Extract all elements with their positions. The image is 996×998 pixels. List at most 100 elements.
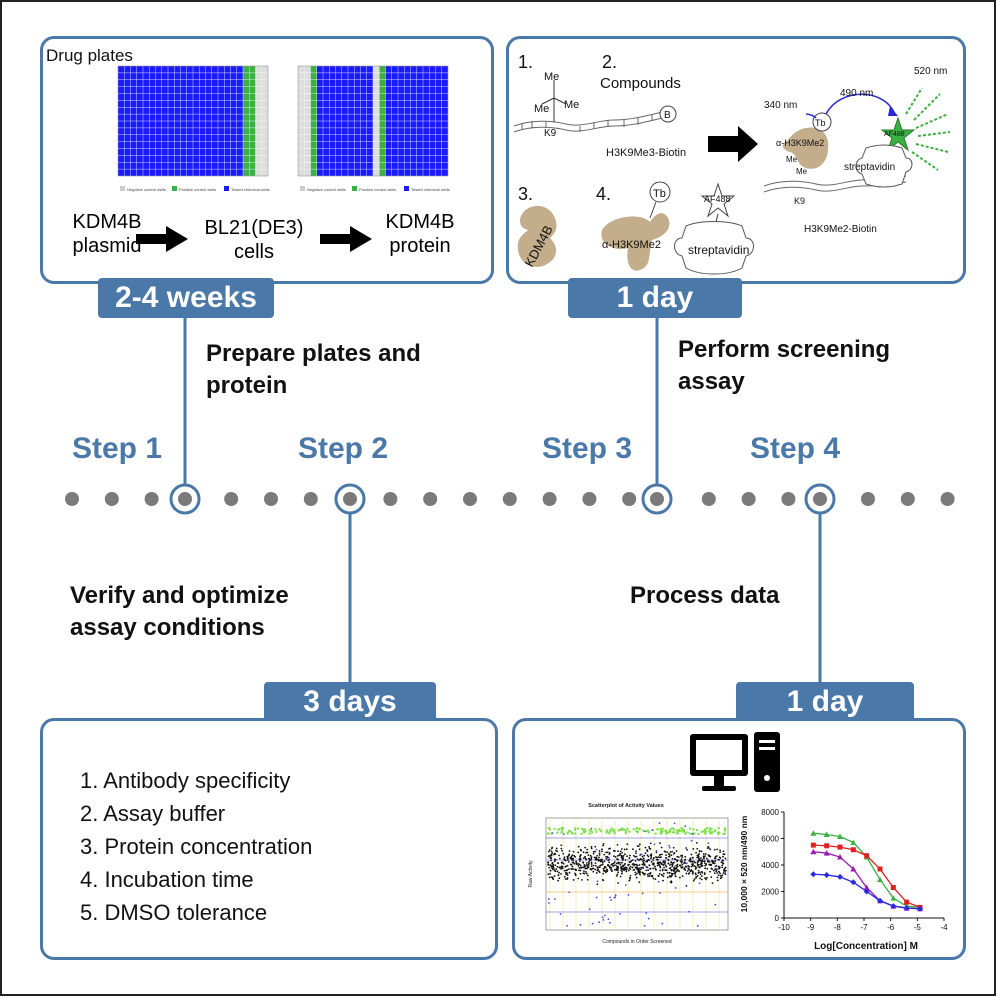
scatter-point	[669, 828, 672, 831]
data-point	[850, 879, 857, 886]
scatter-point	[675, 850, 678, 852]
scatter-point	[567, 861, 570, 863]
scatter-point	[697, 863, 700, 866]
svg-text:Me: Me	[544, 71, 559, 83]
scatter-point	[713, 872, 716, 875]
scatter-point	[620, 827, 623, 830]
scatter-point	[582, 851, 585, 854]
data-point	[810, 848, 817, 855]
scatter-point	[560, 867, 563, 870]
scatter-point	[638, 843, 641, 846]
scatter-point	[628, 879, 631, 882]
scatter-point	[696, 856, 699, 859]
scatter-point	[563, 856, 566, 859]
scatter-point	[602, 919, 605, 921]
scatter-point	[610, 867, 613, 869]
scatter-point	[592, 852, 595, 855]
scatter-point	[718, 858, 720, 861]
scatter-point	[624, 831, 627, 835]
scatter-point	[568, 871, 571, 874]
svg-text:α-H3K9Me2: α-H3K9Me2	[602, 239, 661, 251]
scatter-point	[654, 832, 657, 835]
scatter-point	[645, 912, 648, 914]
scatter-point	[695, 876, 698, 878]
scatter-point	[667, 858, 670, 861]
scatter-point	[703, 860, 706, 863]
svg-text:Raw Activity: Raw Activity	[528, 860, 534, 887]
scatter-point	[676, 869, 679, 871]
scatter-point	[697, 871, 700, 874]
svg-text:520 nm: 520 nm	[914, 66, 947, 77]
scatter-point	[697, 832, 700, 836]
task-step4: Process data	[630, 582, 780, 609]
scatter-point	[560, 872, 562, 875]
scatter-point	[622, 854, 625, 857]
svg-text:Compounds in Order Screened: Compounds in Order Screened	[602, 939, 671, 945]
scatter-point	[681, 860, 683, 863]
scatter-point	[713, 862, 716, 865]
scatter-point	[563, 859, 566, 861]
scatter-point	[695, 867, 698, 870]
scatter-point	[601, 848, 603, 851]
scatter-point	[572, 868, 575, 870]
scatter-point	[659, 827, 662, 831]
scatter-point	[656, 828, 659, 831]
scatter-point	[586, 864, 589, 867]
svg-text:H3K9Me3-Biotin: H3K9Me3-Biotin	[606, 147, 686, 159]
arrow-icon	[708, 126, 758, 162]
timeline-dot	[741, 492, 756, 506]
scatter-point	[700, 878, 703, 881]
scatter-point	[686, 848, 689, 851]
scatter-point	[673, 858, 676, 860]
scatter-point	[714, 857, 716, 860]
scatter-point	[657, 874, 660, 877]
scatter-point	[565, 873, 567, 876]
scatter-points	[546, 822, 727, 927]
scatter-point	[682, 830, 685, 833]
plate-border	[297, 65, 449, 177]
scatter-point	[665, 865, 668, 868]
scatter-point	[558, 866, 561, 869]
scatter-point	[681, 875, 684, 878]
scatter-point	[657, 880, 660, 883]
list-item: 5. DMSO tolerance	[80, 900, 268, 925]
svg-text:Tb: Tb	[815, 118, 826, 128]
scatter-point	[562, 833, 565, 835]
scatter-point	[594, 862, 597, 865]
scatter-point	[718, 871, 721, 873]
scatter-point	[660, 856, 662, 858]
scatter-point	[614, 856, 617, 858]
scatter-point	[668, 871, 671, 874]
scatter-point	[649, 842, 652, 845]
scatter-point	[628, 857, 631, 859]
scatter-point	[704, 855, 706, 858]
scatter-point	[627, 863, 630, 866]
scatter-point	[665, 869, 668, 872]
scatter-point	[647, 875, 649, 878]
scatter-point	[574, 827, 577, 830]
scatter-point	[560, 862, 563, 864]
scatter-point	[651, 874, 654, 877]
scatter-point	[679, 860, 682, 863]
scatter-point	[714, 860, 717, 862]
scatter-point	[594, 850, 596, 853]
timeline-dot	[423, 492, 438, 506]
scatter-point	[579, 923, 582, 926]
scatter-point	[587, 863, 590, 866]
scatter-point	[617, 867, 620, 869]
scatter-point	[644, 872, 646, 875]
scatter-point	[627, 894, 630, 896]
scatter-point	[719, 851, 722, 854]
series-line	[813, 851, 921, 910]
scatter-point	[700, 861, 703, 864]
step2-label: Step 2	[298, 432, 389, 465]
scatter-point	[698, 859, 701, 861]
scatter-point	[697, 869, 700, 872]
scatter-point	[702, 853, 705, 855]
scatter-point	[693, 878, 696, 881]
scatter-point	[649, 872, 652, 875]
svg-text:Me: Me	[796, 167, 808, 176]
scatter-point	[555, 868, 558, 870]
scatter-point	[642, 861, 645, 864]
scatter-point	[630, 860, 633, 863]
